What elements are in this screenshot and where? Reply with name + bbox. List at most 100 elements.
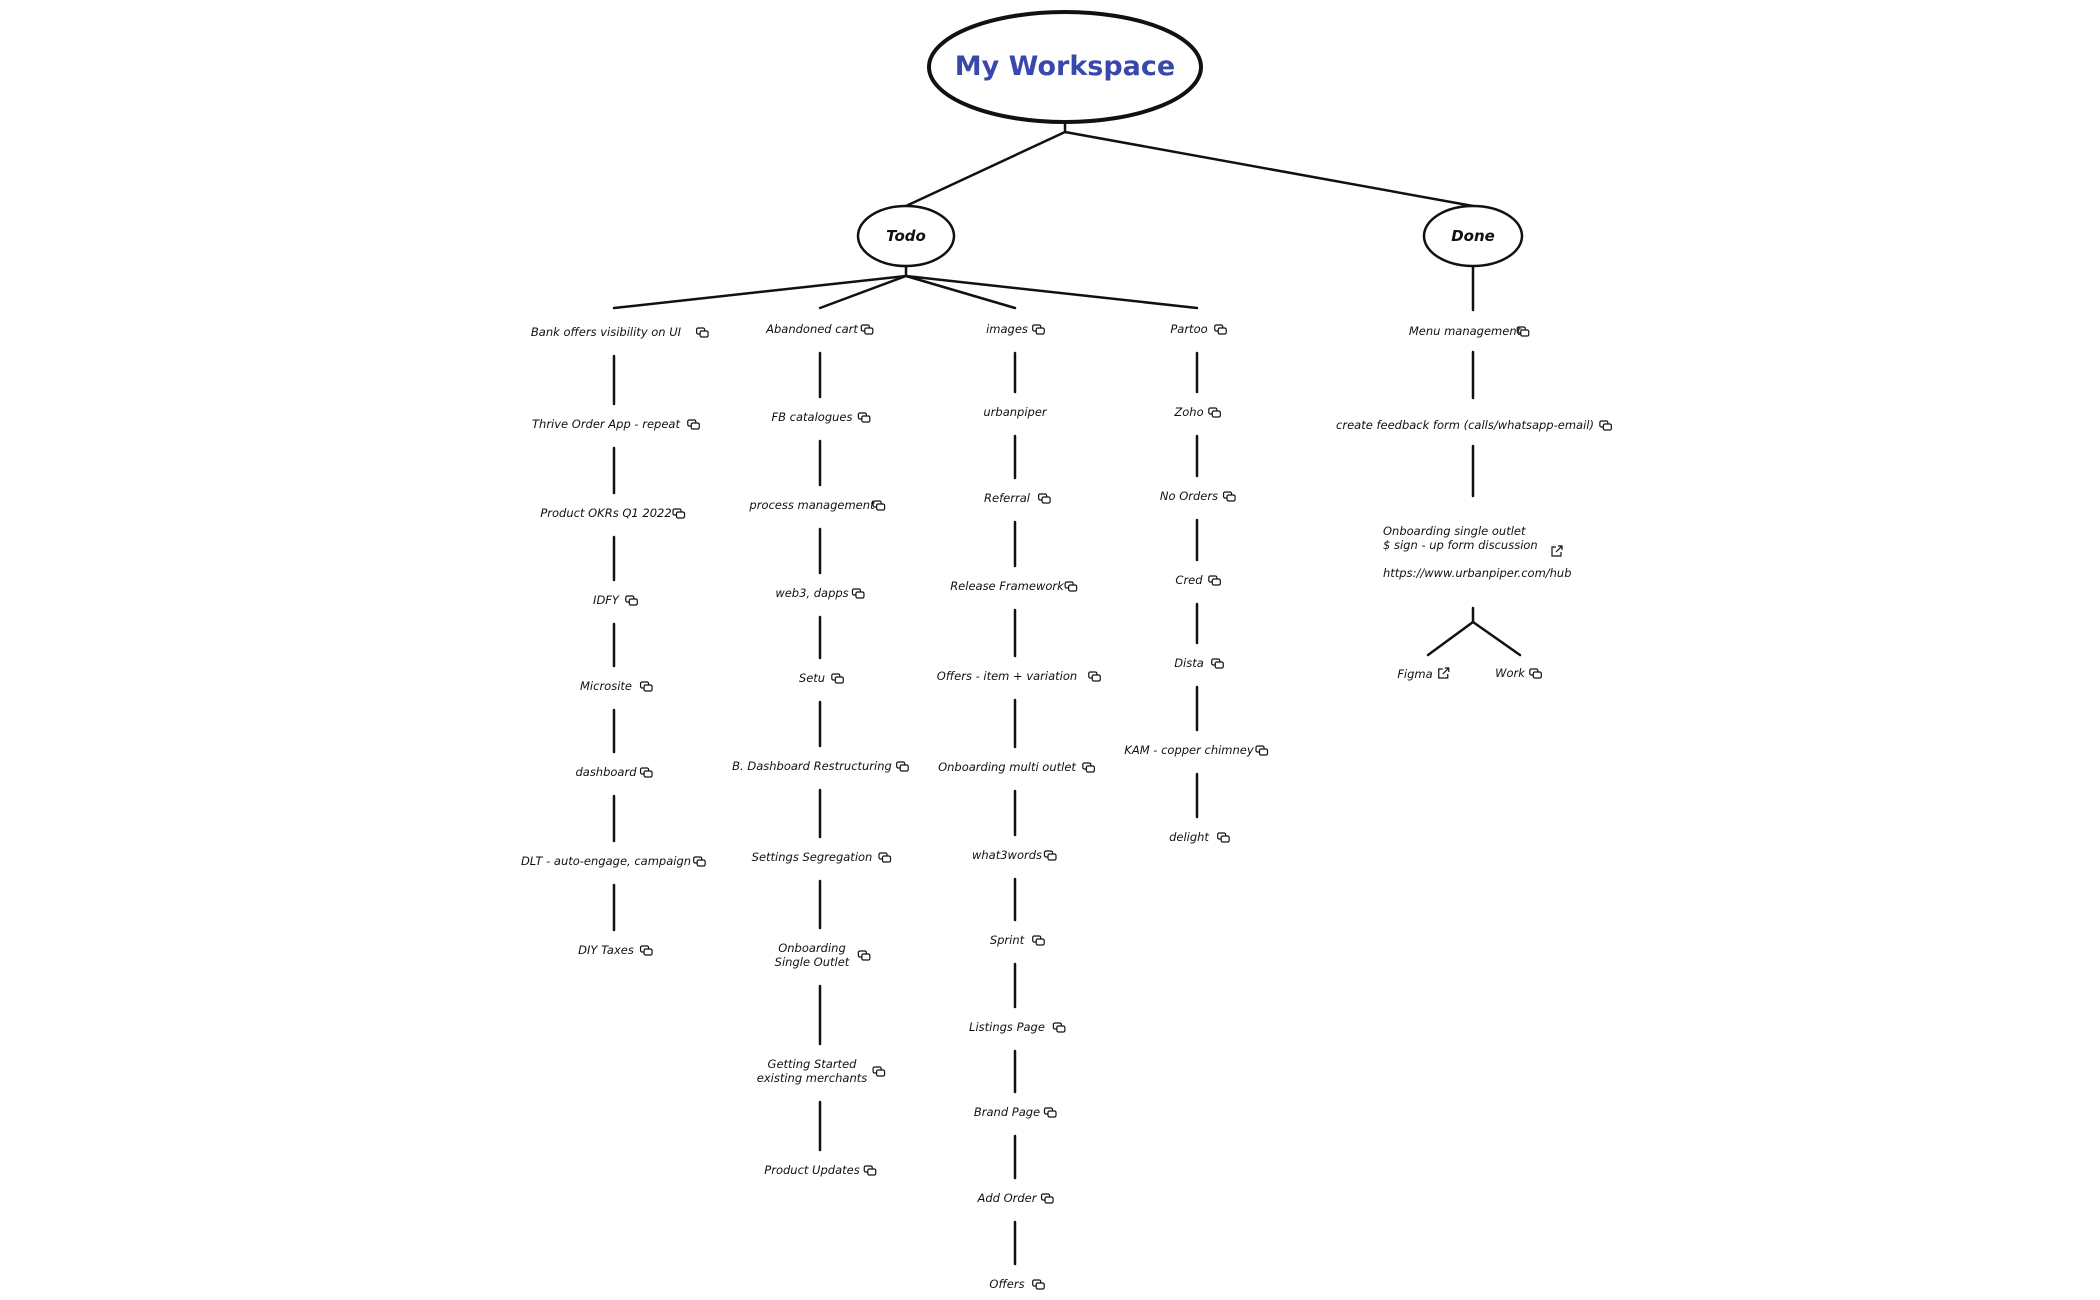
topic-node-onboarding-single-outlet[interactable]: Onboarding single outlet$ sign - up form… bbox=[1383, 524, 1572, 580]
topic-node-listings-page[interactable]: Listings Page bbox=[969, 1020, 1066, 1034]
link-copy-icon[interactable] bbox=[1064, 581, 1078, 592]
link-copy-icon[interactable] bbox=[1032, 324, 1045, 335]
topic-node-bank-offers-visibility-on-ui[interactable]: Bank offers visibility on UI bbox=[531, 325, 709, 339]
link-copy-icon[interactable] bbox=[857, 412, 871, 423]
link-copy-icon[interactable] bbox=[1082, 762, 1095, 773]
topic-node-settings-segregation[interactable]: Settings Segregation bbox=[752, 850, 892, 864]
topic-label: Cred bbox=[1175, 573, 1203, 587]
link-copy-icon[interactable] bbox=[872, 500, 886, 511]
link-copy-icon[interactable] bbox=[1040, 1193, 1054, 1204]
topic-label: urbanpiper bbox=[983, 405, 1048, 419]
root-node-my-workspace[interactable]: My Workspace bbox=[927, 10, 1203, 124]
topic-node-product-updates[interactable]: Product Updates bbox=[764, 1163, 877, 1177]
topic-node-menu-management[interactable]: Menu management bbox=[1409, 324, 1530, 338]
topic-node-zoho[interactable]: Zoho bbox=[1173, 405, 1221, 419]
link-copy-icon[interactable] bbox=[639, 681, 653, 692]
link-copy-icon[interactable] bbox=[1032, 935, 1045, 946]
link-copy-icon[interactable] bbox=[878, 852, 892, 863]
link-copy-icon[interactable] bbox=[857, 950, 871, 961]
link-copy-icon[interactable] bbox=[1052, 1022, 1066, 1033]
branch-node-done[interactable]: Done bbox=[1422, 204, 1524, 268]
link-copy-icon[interactable] bbox=[1529, 668, 1542, 679]
link-copy-icon[interactable] bbox=[1516, 326, 1530, 337]
topic-node-sprint[interactable]: Sprint bbox=[990, 933, 1045, 947]
connector-line bbox=[1471, 620, 1522, 657]
topic-node-abandoned-cart[interactable]: Abandoned cart bbox=[765, 322, 874, 336]
topic-label: Menu management bbox=[1409, 324, 1522, 338]
topic-node-microsite[interactable]: Microsite bbox=[580, 679, 653, 693]
link-copy-icon[interactable] bbox=[1599, 420, 1612, 431]
topic-node-dashboard[interactable]: dashboard bbox=[575, 765, 653, 779]
link-copy-icon[interactable] bbox=[1222, 491, 1236, 502]
link-copy-icon[interactable] bbox=[687, 419, 700, 430]
root-ellipse bbox=[927, 10, 1203, 124]
link-copy-icon[interactable] bbox=[625, 595, 638, 606]
branch-node-todo[interactable]: Todo bbox=[856, 204, 956, 268]
topic-node-process-management[interactable]: process management bbox=[748, 498, 886, 512]
topic-node-add-order[interactable]: Add Order bbox=[976, 1191, 1054, 1205]
branch-title: Done bbox=[1451, 227, 1495, 245]
topic-node-thrive-order-app-repeat[interactable]: Thrive Order App - repeat bbox=[532, 417, 700, 431]
link-copy-icon[interactable] bbox=[1032, 1279, 1045, 1290]
topic-node-diy-taxes[interactable]: DIY Taxes bbox=[578, 943, 653, 957]
link-copy-icon[interactable] bbox=[1208, 575, 1221, 586]
external-link-icon[interactable] bbox=[1438, 667, 1450, 679]
topic-node-no-orders[interactable]: No Orders bbox=[1160, 489, 1236, 503]
topic-node-product-okrs-q1-2022[interactable]: Product OKRs Q1 2022 bbox=[540, 506, 686, 520]
link-copy-icon[interactable] bbox=[1208, 407, 1221, 418]
link-copy-icon[interactable] bbox=[1088, 671, 1101, 682]
link-copy-icon[interactable] bbox=[1037, 493, 1051, 504]
topic-label: Offers - item + variation bbox=[937, 669, 1077, 683]
link-copy-icon[interactable] bbox=[851, 588, 865, 599]
topic-node-partoo[interactable]: Partoo bbox=[1170, 322, 1227, 336]
topic-node-dista[interactable]: Dista bbox=[1174, 656, 1224, 670]
link-copy-icon[interactable] bbox=[872, 1066, 886, 1077]
connector-line bbox=[1426, 620, 1475, 657]
topic-node-figma[interactable]: Figma bbox=[1397, 667, 1450, 681]
link-copy-icon[interactable] bbox=[639, 767, 653, 778]
topic-node-what3words[interactable]: what3words bbox=[972, 848, 1057, 862]
link-copy-icon[interactable] bbox=[863, 1165, 877, 1176]
link-copy-icon[interactable] bbox=[896, 761, 909, 772]
link-copy-icon[interactable] bbox=[693, 856, 706, 867]
topic-node-onboarding-multi-outlet[interactable]: Onboarding multi outlet bbox=[938, 760, 1095, 774]
link-copy-icon[interactable] bbox=[1043, 850, 1057, 861]
topic-node-cred[interactable]: Cred bbox=[1175, 573, 1221, 587]
link-copy-icon[interactable] bbox=[860, 324, 874, 335]
topic-node-work[interactable]: Work bbox=[1495, 666, 1542, 680]
topic-node-create-feedback-form-calls-whatsapp-emai[interactable]: create feedback form (calls/whatsapp-ema… bbox=[1336, 418, 1612, 432]
topic-node-delight[interactable]: delight bbox=[1169, 830, 1230, 844]
topic-node-idfy[interactable]: IDFY bbox=[593, 593, 638, 607]
link-copy-icon[interactable] bbox=[639, 945, 653, 956]
topic-node-kam-copper-chimney[interactable]: KAM - copper chimney bbox=[1124, 743, 1269, 757]
topic-node-setu[interactable]: Setu bbox=[799, 671, 844, 685]
topic-node-urbanpiper[interactable]: urbanpiper bbox=[983, 405, 1048, 419]
link-copy-icon[interactable] bbox=[672, 508, 686, 519]
topic-label: Sprint bbox=[990, 933, 1025, 947]
topic-node-web3-dapps[interactable]: web3, dapps bbox=[775, 586, 865, 600]
topic-node-b-dashboard-restructuring[interactable]: B. Dashboard Restructuring bbox=[732, 759, 909, 773]
link-copy-icon[interactable] bbox=[695, 327, 709, 338]
topic-node-offers[interactable]: Offers bbox=[989, 1277, 1045, 1291]
link-copy-icon[interactable] bbox=[1043, 1107, 1057, 1118]
topic-node-release-framework[interactable]: Release Framework bbox=[950, 579, 1078, 593]
topic-label: Thrive Order App - repeat bbox=[532, 417, 680, 431]
topic-node-brand-page[interactable]: Brand Page bbox=[974, 1105, 1057, 1119]
topic-node-dlt-auto-engage-campaign[interactable]: DLT - auto-engage, campaign bbox=[521, 854, 706, 868]
link-copy-icon[interactable] bbox=[1214, 324, 1227, 335]
connector-line bbox=[818, 274, 908, 310]
link-copy-icon[interactable] bbox=[1211, 658, 1224, 669]
topic-node-fb-catalogues[interactable]: FB catalogues bbox=[772, 410, 871, 424]
topic-node-images[interactable]: images bbox=[986, 322, 1045, 336]
link-copy-icon[interactable] bbox=[1255, 745, 1269, 756]
link-copy-icon[interactable] bbox=[1217, 832, 1230, 843]
topic-node-referral[interactable]: Referral bbox=[984, 491, 1051, 505]
link-copy-icon[interactable] bbox=[831, 673, 844, 684]
connector-line bbox=[904, 274, 1199, 310]
topic-node-offers-item-variation[interactable]: Offers - item + variation bbox=[937, 669, 1101, 683]
topic-label: Offers bbox=[989, 1277, 1024, 1291]
external-link-icon[interactable] bbox=[1551, 545, 1563, 557]
